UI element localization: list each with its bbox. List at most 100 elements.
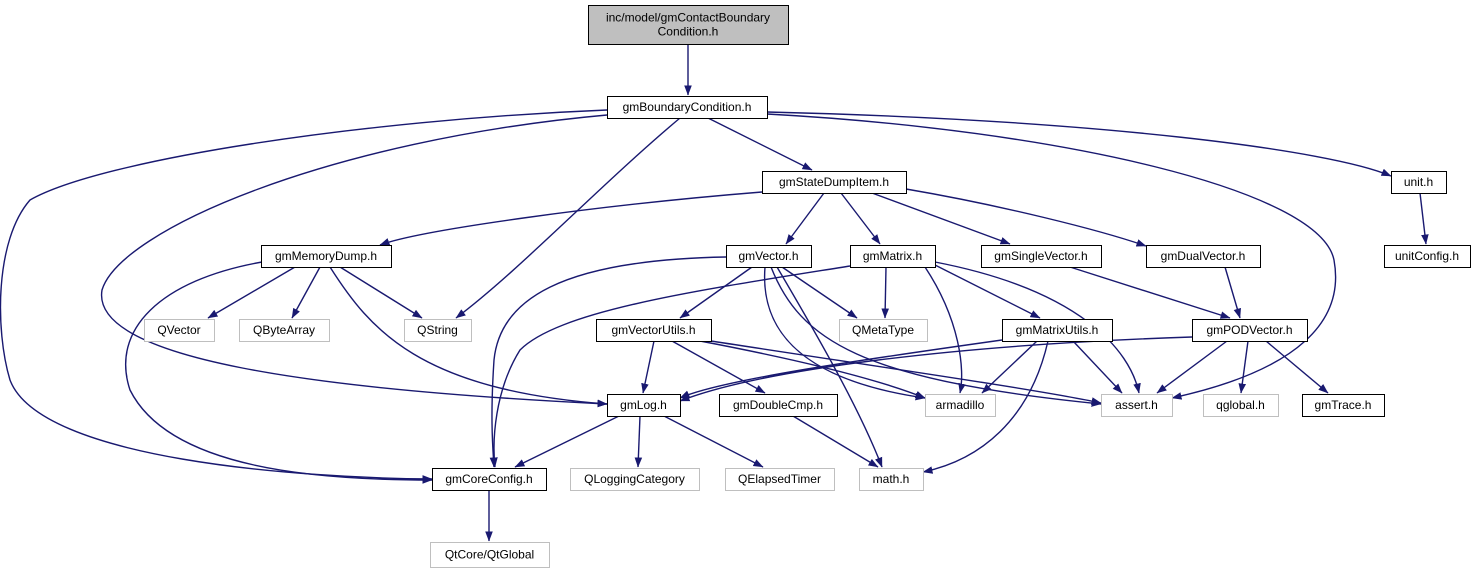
edge-mat-to-corecfg — [490, 265, 851, 468]
edge-pod-to-qglobal — [1238, 340, 1249, 394]
node-box — [1002, 319, 1113, 342]
node-vec[interactable]: gmVector.h — [726, 245, 812, 268]
edge-bc-to-sdi — [707, 117, 813, 171]
node-label: QString — [417, 323, 458, 337]
node-box — [725, 468, 835, 491]
node-label: gmDualVector.h — [1161, 249, 1246, 263]
edge-md-to-log — [329, 266, 608, 408]
node-label: gmMatrixUtils.h — [1016, 323, 1099, 337]
node-arma: armadillo — [925, 394, 996, 417]
node-box — [144, 319, 215, 342]
node-box — [570, 468, 700, 491]
edge-bc-to-log — [101, 114, 608, 408]
node-box — [1384, 245, 1471, 268]
edge-vec-to-math — [776, 266, 883, 468]
edge-vec-to-corecfg — [489, 256, 727, 468]
node-box — [430, 542, 550, 568]
node-label: Condition.h — [658, 25, 719, 39]
node-box — [726, 245, 812, 268]
node-label: QMetaType — [852, 323, 914, 337]
node-log[interactable]: gmLog.h — [607, 394, 681, 417]
edge-sv-to-pod — [1069, 266, 1231, 319]
edge-dv-to-pod — [1224, 266, 1241, 319]
edge-sdi-to-dv — [905, 188, 1147, 247]
node-qlogcat: QLoggingCategory — [570, 468, 700, 491]
node-box — [596, 319, 712, 342]
node-qbytearray: QByteArray — [239, 319, 330, 342]
node-label: qglobal.h — [1216, 398, 1265, 412]
node-pod[interactable]: gmPODVector.h — [1192, 319, 1308, 342]
edge-log-to-qelapsed — [663, 415, 764, 468]
edge-mat-to-mu — [934, 264, 1041, 319]
node-box — [1302, 394, 1385, 417]
edges-layer — [0, 44, 1429, 542]
node-label: QtCore/QtGlobal — [445, 548, 534, 562]
node-box — [762, 171, 907, 194]
edge-pod-to-assert — [1156, 340, 1228, 394]
node-label: gmCoreConfig.h — [445, 472, 532, 486]
edge-vec-to-arma — [763, 266, 926, 401]
edge-md-to-qstring — [339, 266, 423, 319]
node-label: gmVector.h — [738, 249, 798, 263]
edge-mu-to-log — [679, 339, 1003, 399]
edge-bc-to-unit — [766, 111, 1392, 177]
node-trace[interactable]: gmTrace.h — [1302, 394, 1385, 417]
node-dcmp[interactable]: gmDoubleCmp.h — [719, 394, 838, 417]
node-md[interactable]: gmMemoryDump.h — [261, 245, 392, 268]
node-qtglobal: QtCore/QtGlobal — [430, 542, 550, 568]
node-label: inc/model/gmContactBoundary — [606, 11, 770, 25]
edge-unit-to-unitcfg — [1419, 192, 1429, 245]
node-box — [607, 96, 768, 119]
node-box — [239, 319, 330, 342]
node-vu[interactable]: gmVectorUtils.h — [596, 319, 712, 342]
node-label: assert.h — [1115, 398, 1158, 412]
edge-vu-to-log — [641, 340, 655, 394]
node-box — [588, 5, 789, 45]
node-box — [839, 319, 928, 342]
node-mat[interactable]: gmMatrix.h — [850, 245, 936, 268]
node-box — [925, 394, 996, 417]
node-box — [261, 245, 392, 268]
node-label: QLoggingCategory — [584, 472, 685, 486]
edge-sdi-to-vec — [785, 192, 825, 245]
node-unit[interactable]: unit.h — [1391, 171, 1447, 194]
node-qstring: QString — [404, 319, 472, 342]
node-label: gmBoundaryCondition.h — [623, 100, 752, 114]
node-box — [859, 468, 924, 491]
node-label: gmVectorUtils.h — [611, 323, 695, 337]
node-mu[interactable]: gmMatrixUtils.h — [1002, 319, 1113, 342]
node-bc[interactable]: gmBoundaryCondition.h — [607, 96, 768, 119]
node-dv[interactable]: gmDualVector.h — [1146, 245, 1261, 268]
node-label: gmMemoryDump.h — [275, 249, 377, 263]
edge-mat-to-arma — [924, 266, 966, 394]
edge-sdi-to-md — [379, 191, 763, 246]
edge-mu-to-arma — [981, 340, 1038, 394]
edge-mu-to-assert — [1072, 340, 1123, 394]
node-box — [1192, 319, 1308, 342]
node-corecfg[interactable]: gmCoreConfig.h — [432, 468, 547, 491]
node-box — [850, 245, 936, 268]
node-box — [404, 319, 472, 342]
node-qmeta: QMetaType — [839, 319, 928, 342]
edge-bc-to-assert — [766, 113, 1337, 400]
edge-md-to-corecfg — [125, 261, 433, 484]
node-unitcfg[interactable]: unitConfig.h — [1384, 245, 1471, 268]
node-label: unit.h — [1404, 175, 1433, 189]
node-math: math.h — [859, 468, 924, 491]
node-sdi[interactable]: gmStateDumpItem.h — [762, 171, 907, 194]
node-sv[interactable]: gmSingleVector.h — [981, 245, 1102, 268]
node-label: math.h — [873, 472, 910, 486]
edge-vu-to-dcmp — [671, 340, 766, 394]
edge-dcmp-to-math — [792, 415, 879, 468]
node-box — [1146, 245, 1261, 268]
edge-mu-to-math — [922, 340, 1049, 474]
node-box — [719, 394, 838, 417]
node-box — [1391, 171, 1447, 194]
node-qglobal: qglobal.h — [1203, 394, 1279, 417]
node-box — [1101, 394, 1173, 417]
node-assert: assert.h — [1101, 394, 1173, 417]
edge-vec-to-assert — [770, 266, 1102, 407]
node-label: gmDoubleCmp.h — [733, 398, 823, 412]
